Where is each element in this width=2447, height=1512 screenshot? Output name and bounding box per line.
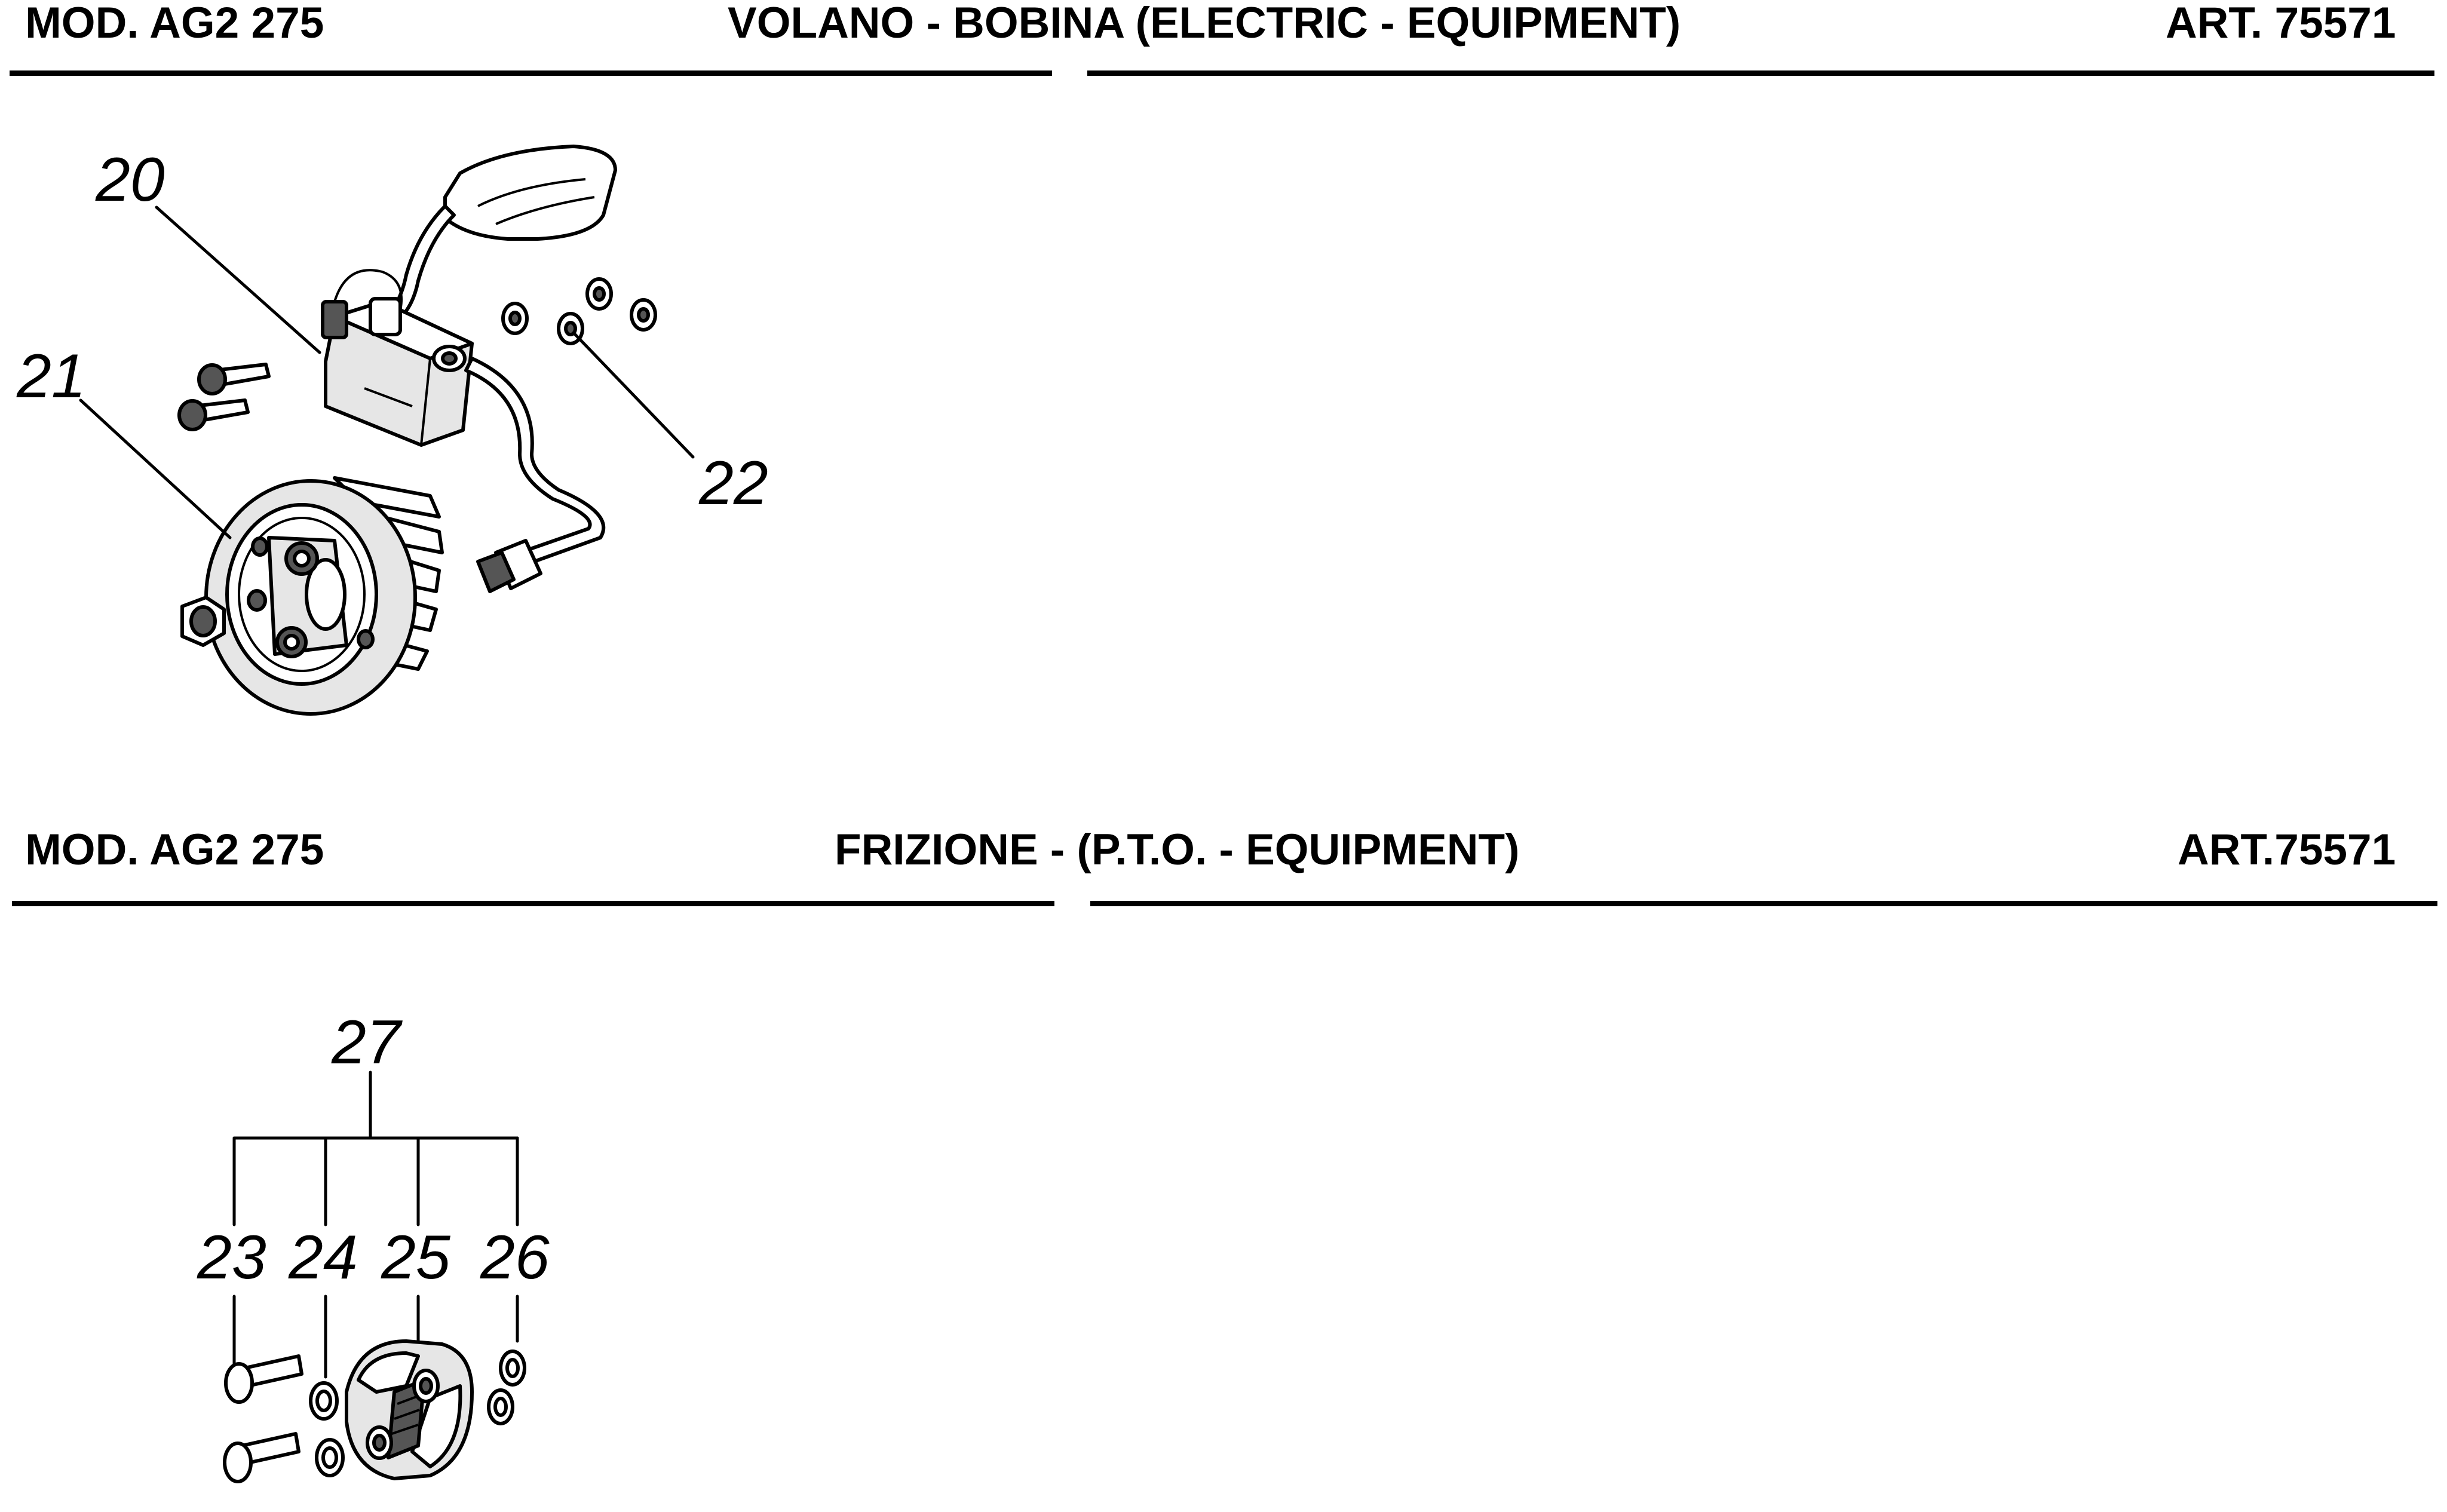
spacers [501,277,657,345]
flywheel [204,476,444,716]
section-2-title: FRIZIONE - (P.T.O. - EQUIPMENT) [835,826,1520,874]
callout-20: 20 [95,145,165,214]
section-1-title: VOLANO - BOBINA (ELECTRIC - EQUIPMENT) [728,0,1681,47]
section-1-model: MOD. AG2 275 [25,0,324,47]
callout-24: 24 [288,1223,358,1292]
clutch-washers-24 [309,1381,345,1477]
callout-25: 25 [381,1223,451,1292]
section-1-rule-left [10,70,1052,76]
coil-screws [177,363,271,431]
section-2-model: MOD. AG2 275 [25,826,324,874]
callout-23: 23 [197,1223,266,1292]
clutch-bolts [223,1354,303,1483]
callout-26: 26 [480,1223,550,1292]
section-2-art: ART.75571 [2178,826,2396,874]
clutch-washers-26 [487,1350,526,1425]
section-1-rule-right [1087,70,2434,76]
ignition-coil-assembly [321,145,617,593]
section-2-rule-right [1090,901,2437,906]
section-2-rule-left [12,901,1054,906]
callout-22: 22 [698,449,768,518]
callout-27: 27 [331,1008,403,1077]
section-1-leaders [79,206,695,539]
flywheel-nut [180,596,226,647]
clutch-shoes [345,1339,474,1480]
section-1-art: ART. 75571 [2166,0,2396,47]
callout-21: 21 [16,342,86,411]
callout-bracket-27 [232,1071,519,1226]
